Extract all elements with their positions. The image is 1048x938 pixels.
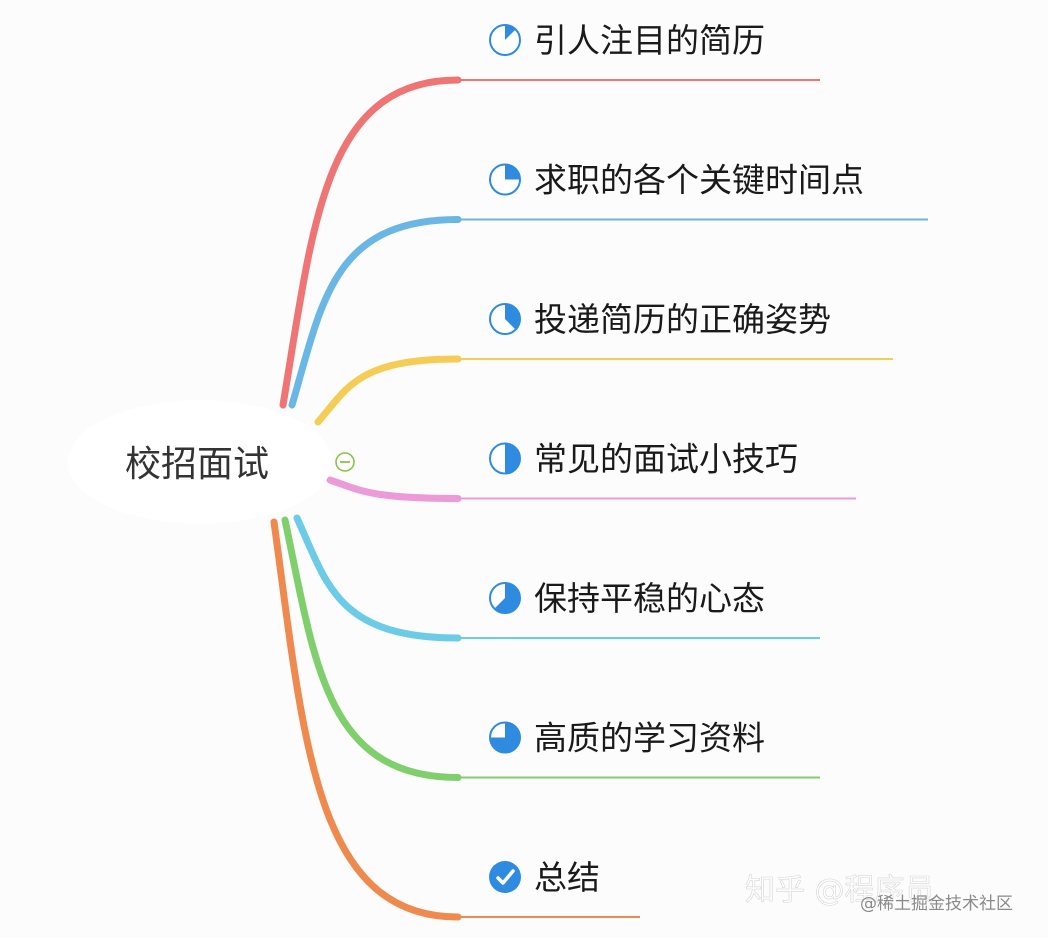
branch-node[interactable]: 常见的面试小技巧 [489,440,798,479]
progress-pie-icon [489,442,521,475]
branch-curve [270,518,462,921]
root-node-bubble [68,400,332,524]
progress-pie-fill [505,304,520,330]
branch-curve [314,355,462,426]
branch-label: 常见的面试小技巧 [534,440,798,479]
branch-label: 高质的学习资料 [534,719,765,758]
progress-pie-fill [505,164,520,180]
branch-node[interactable]: 求职的各个关键时间点 [489,161,864,200]
branch-node[interactable]: 高质的学习资料 [489,719,765,758]
progress-pie-icon [489,303,521,335]
branch-label: 总结 [534,858,600,897]
branch-curve [281,516,462,781]
progress-pie-icon [489,163,521,196]
watermark-primary: 知乎 @程序员 [745,873,935,908]
branch-curve [326,476,462,502]
root-node[interactable]: 校招面试 [68,400,332,524]
branch-label: 投递简历的正确姿势 [534,300,831,339]
progress-pie-icon [489,582,521,614]
progress-pie-fill [505,25,516,40]
branch-node[interactable]: 保持平稳的心态 [489,579,765,618]
progress-pie-icon [489,24,521,56]
check-circle-icon [489,861,521,893]
watermark-secondary: @稀土掘金技术社区 [860,894,1013,914]
branch-underlines [458,79,928,918]
branch-label: 引人注目的简历 [534,21,765,60]
progress-pie-fill [494,583,520,614]
branch-node[interactable]: 引人注目的简历 [489,21,765,60]
branch-curve [279,76,462,409]
branch-node[interactable]: 总结 [489,858,600,897]
branch-node[interactable]: 投递简历的正确姿势 [489,300,831,339]
progress-pie-icon [489,721,521,754]
progress-pie-fill [490,722,520,753]
branch-label: 求职的各个关键时间点 [534,161,864,200]
watermark: 知乎 @程序员 @稀土掘金技术社区 [745,873,1013,914]
collapse-minus-icon[interactable] [335,452,355,472]
progress-pie-fill [505,443,520,474]
branch-label: 保持平稳的心态 [534,579,765,618]
root-node-label: 校招面试 [125,444,269,485]
branch-connectors [270,76,462,921]
branch-curve [293,514,462,642]
branch-curve [288,216,462,409]
